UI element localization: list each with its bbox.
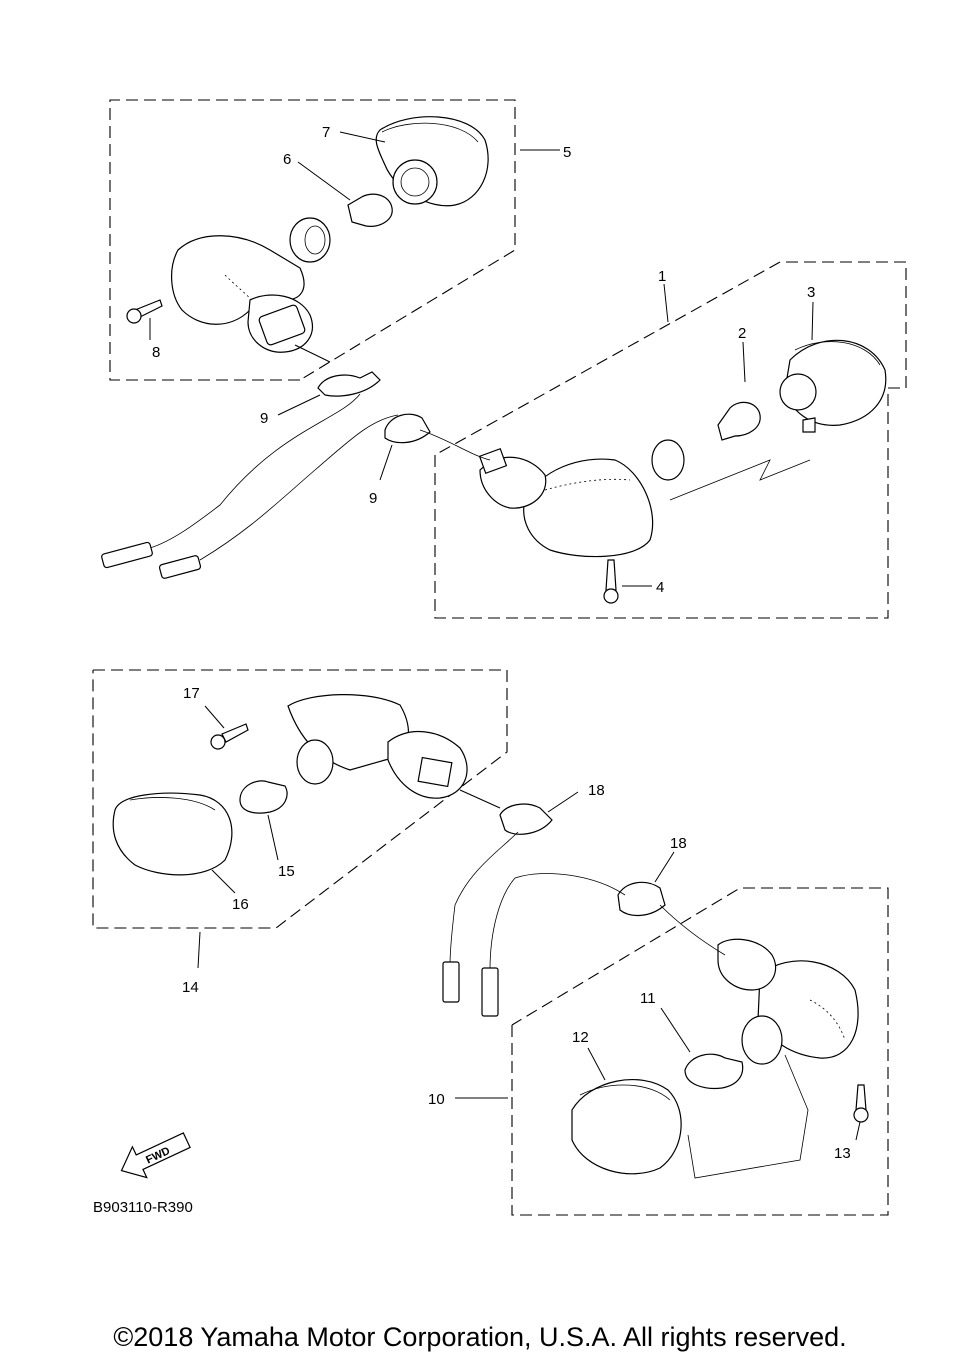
callout-8: 8 [152, 344, 160, 361]
callout-9b: 9 [369, 490, 377, 507]
callout-5: 5 [563, 144, 571, 161]
callout-6: 6 [283, 151, 291, 168]
callout-13: 13 [834, 1145, 851, 1162]
assembly-10 [455, 887, 889, 1216]
callout-18b: 18 [670, 835, 687, 852]
callout-9a: 9 [260, 410, 268, 427]
callout-16: 16 [232, 896, 249, 913]
callout-4: 4 [656, 579, 664, 596]
wiring-lower [442, 791, 726, 1017]
assembly-1 [434, 261, 907, 619]
copyright-notice: ©2018 Yamaha Motor Corporation, U.S.A. A… [113, 1322, 847, 1352]
callout-12: 12 [572, 1029, 589, 1046]
fwd-arrow-icon: FWD [120, 1132, 191, 1179]
callout-10: 10 [428, 1091, 445, 1108]
fwd-label: FWD [144, 1145, 172, 1166]
assembly-5 [109, 99, 560, 381]
callout-3: 3 [807, 284, 815, 301]
callout-15: 15 [278, 863, 295, 880]
callout-7: 7 [322, 124, 330, 141]
drawing-code: B903110-R390 [93, 1199, 193, 1216]
callout-17: 17 [183, 685, 200, 702]
callout-2: 2 [738, 325, 746, 342]
callout-labels: 1 2 3 4 5 6 7 8 9 9 10 11 12 13 14 15 16… [152, 124, 851, 1162]
bulb-part [347, 193, 393, 227]
wiring-upper [101, 371, 491, 579]
callout-14: 14 [182, 979, 199, 996]
callout-11: 11 [640, 990, 656, 1007]
assembly-14 [92, 669, 508, 969]
callout-1: 1 [658, 268, 666, 285]
callout-18a: 18 [588, 782, 605, 799]
